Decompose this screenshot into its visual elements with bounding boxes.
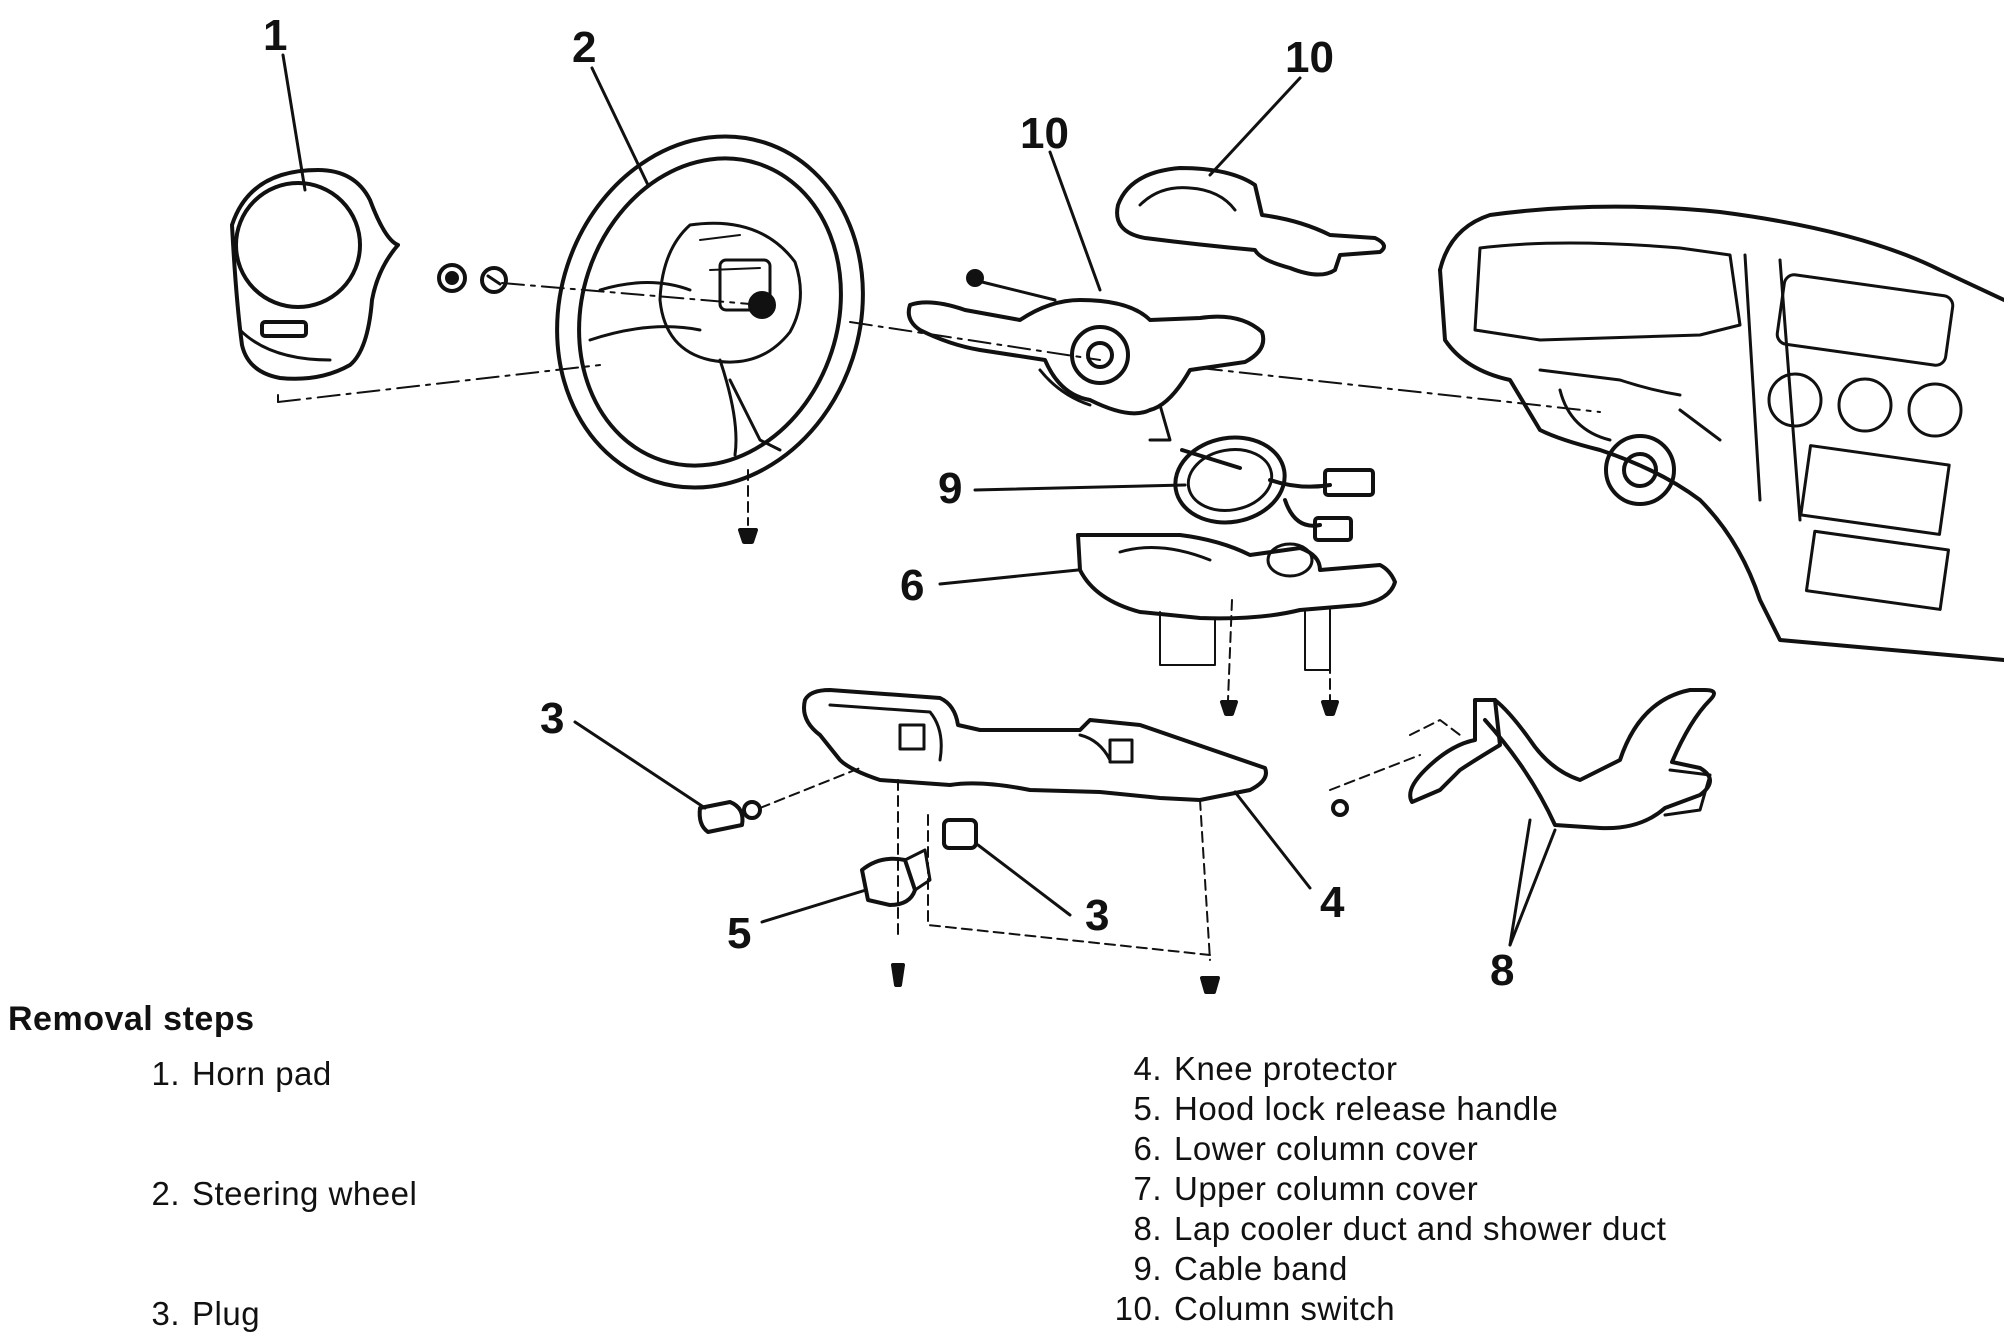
step-text: Steering wheel [192, 1175, 418, 1212]
step-item: 10. Column switch [1100, 1290, 1395, 1328]
step-text: Lower column cover [1174, 1130, 1479, 1167]
callout-1: 1 [263, 11, 287, 60]
step-text: Column switch [1174, 1290, 1396, 1327]
step-text: Horn pad [192, 1055, 332, 1092]
leader-lines [281, 53, 1557, 947]
step-number: 6. [1133, 1130, 1162, 1167]
removal-steps-heading: Removal steps [8, 1000, 255, 1038]
step-item: 6. Lower column cover [1100, 1130, 1478, 1168]
step-text: Plug [192, 1295, 261, 1332]
lap-cooler-and-shower-duct-part [1329, 688, 1716, 831]
step-number: 1. [151, 1055, 180, 1092]
callout-8: 8 [1490, 946, 1514, 995]
wheel-bolt [738, 469, 758, 544]
step-text: Knee protector [1174, 1050, 1398, 1087]
hood-lock-release-handle-part [860, 848, 932, 907]
cable-band-part [1173, 435, 1375, 542]
step-number: 10. [1114, 1290, 1162, 1327]
step-number: 4. [1133, 1050, 1162, 1087]
step-item: 1. Horn pad [140, 1055, 332, 1093]
callout-4: 4 [1320, 878, 1345, 927]
step-text: Hood lock release handle [1174, 1090, 1559, 1127]
step-item: 2. Steering wheel [140, 1175, 417, 1213]
step-text: Cable band [1174, 1250, 1348, 1287]
callout-10: 10 [1020, 109, 1069, 158]
column-switch-part [906, 269, 1266, 442]
steering-wheel-part [555, 134, 865, 490]
step-text: Lap cooler duct and shower duct [1174, 1210, 1667, 1247]
step-number: 7. [1133, 1170, 1162, 1207]
horn-pad-part [230, 168, 400, 381]
step-number: 8. [1133, 1210, 1162, 1247]
knee-protector-part [802, 688, 1268, 994]
step-item: 3. Plug [140, 1295, 260, 1333]
step-text: Upper column cover [1174, 1170, 1479, 1207]
nut-and-washer [437, 263, 508, 294]
callout-2: 2 [572, 23, 596, 72]
instrument-panel [1438, 204, 2004, 662]
callout-3: 3 [540, 694, 564, 743]
step-item: 5. Hood lock release handle [1100, 1090, 1558, 1128]
step-item: 4. Knee protector [1100, 1050, 1397, 1088]
step-number: 3. [151, 1295, 180, 1332]
alignment-lines [277, 282, 1601, 413]
callout-5: 5 [727, 909, 751, 958]
callout-9: 9 [938, 464, 962, 513]
callout-6: 6 [900, 561, 924, 610]
plug-part [942, 818, 978, 850]
callout-3: 3 [1085, 891, 1109, 940]
step-item: 8. Lap cooler duct and shower duct [1100, 1210, 1666, 1248]
lower-column-cover-part [1076, 533, 1397, 716]
plug-part [697, 767, 861, 834]
step-number: 9. [1133, 1250, 1162, 1287]
upper-column-cover-part [1115, 166, 1386, 277]
step-item: 9. Cable band [1100, 1250, 1348, 1288]
step-number: 2. [151, 1175, 180, 1212]
callout-7: 10 [1285, 33, 1334, 82]
step-number: 5. [1133, 1090, 1162, 1127]
step-item: 7. Upper column cover [1100, 1170, 1478, 1208]
